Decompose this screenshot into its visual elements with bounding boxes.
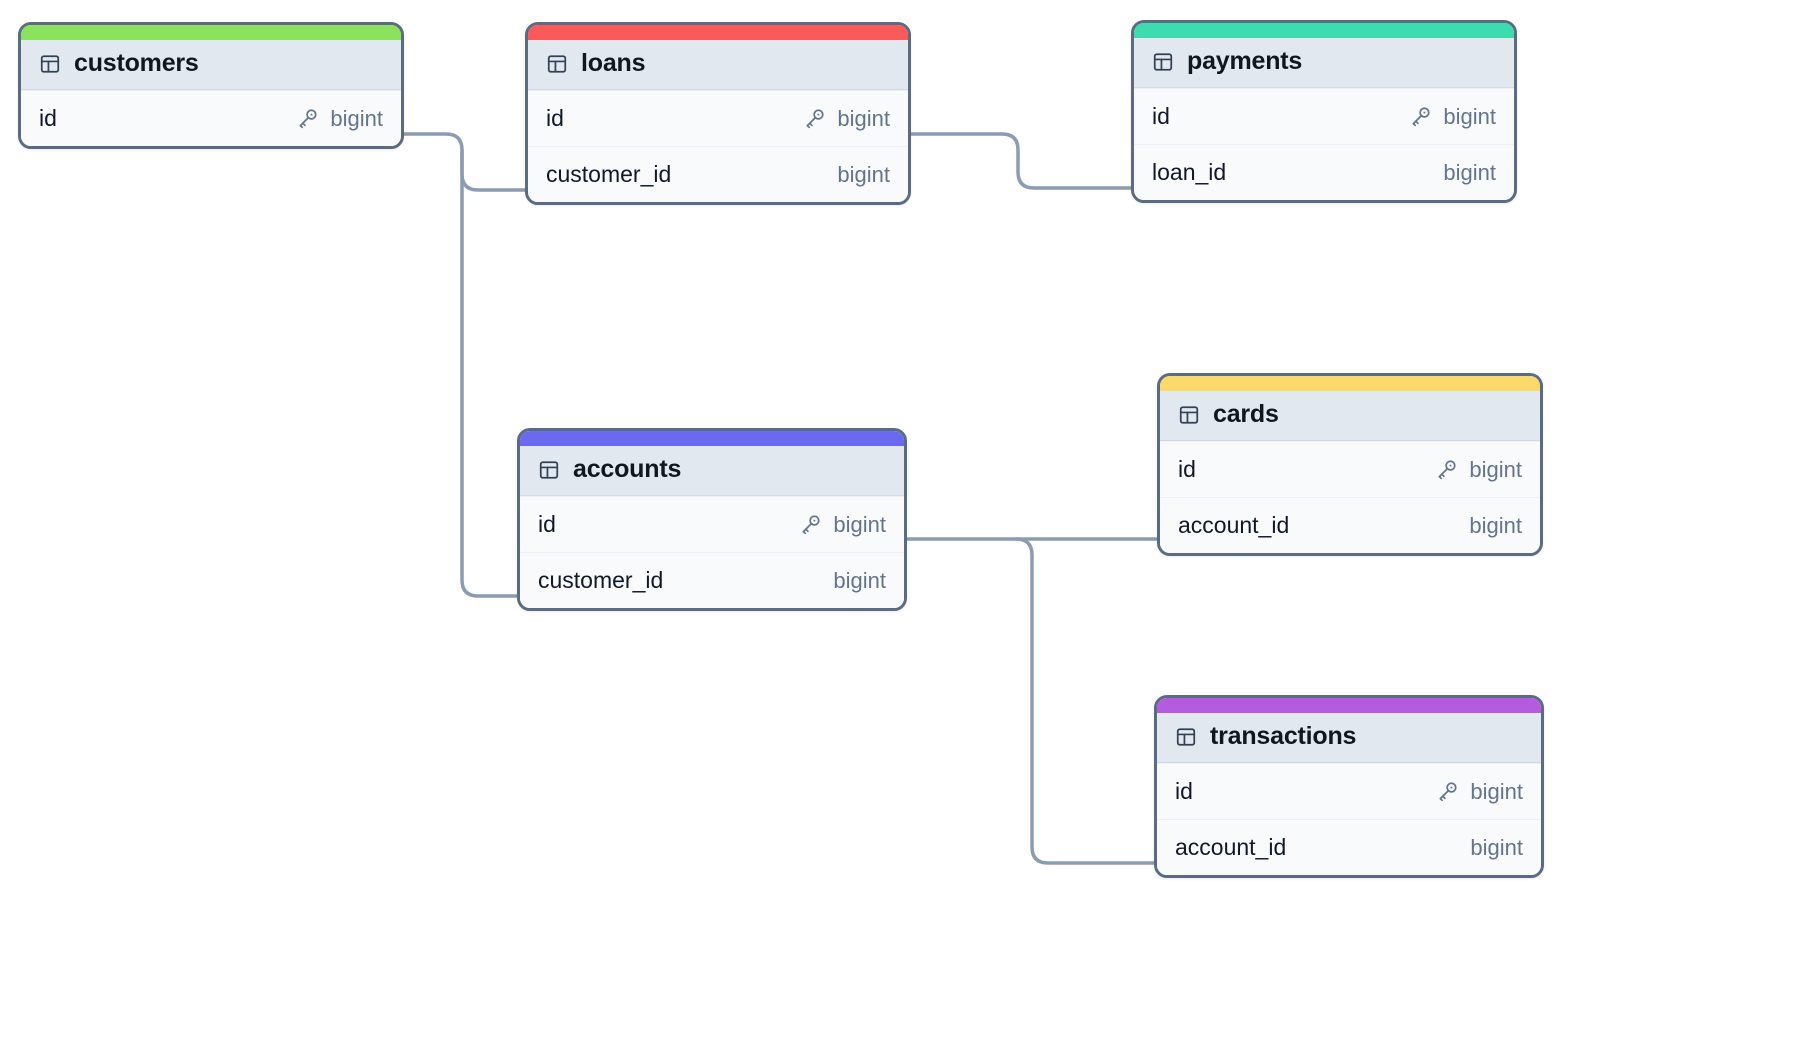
field-row-customers-id[interactable]: id bigint — [21, 90, 401, 146]
field-meta: bigint — [1435, 458, 1522, 481]
table-header-accounts[interactable]: accounts — [520, 446, 904, 496]
field-meta: bigint — [799, 513, 886, 536]
field-name: loan_id — [1152, 159, 1227, 185]
key-icon — [1409, 105, 1432, 128]
table-card-transactions[interactable]: transactions id bigint account_id bigint — [1154, 695, 1544, 878]
table-icon — [1178, 404, 1200, 426]
field-meta: bigint — [803, 107, 890, 130]
field-type: bigint — [330, 105, 383, 131]
table-icon — [1175, 726, 1197, 748]
table-accent-bar — [1134, 23, 1514, 38]
field-type: bigint — [1470, 834, 1523, 860]
table-card-accounts[interactable]: accounts id bigint customer_id bigint — [517, 428, 907, 611]
field-type: bigint — [1443, 159, 1496, 185]
table-card-payments[interactable]: payments id bigint loan_id bigint — [1131, 20, 1517, 203]
table-icon — [1152, 51, 1174, 73]
key-icon — [799, 513, 822, 536]
field-type: bigint — [1469, 456, 1522, 482]
field-meta: bigint — [1409, 105, 1496, 128]
table-name: cards — [1213, 400, 1279, 428]
table-card-customers[interactable]: customers id bigint — [18, 22, 404, 149]
table-icon — [546, 53, 568, 75]
table-icon — [538, 459, 560, 481]
table-name: payments — [1187, 47, 1303, 75]
key-icon — [803, 107, 826, 130]
field-type: bigint — [837, 161, 890, 187]
field-row-loans-customer_id[interactable]: customer_id bigint — [528, 146, 908, 202]
field-meta: bigint — [833, 567, 886, 593]
table-card-cards[interactable]: cards id bigint account_id bigint — [1157, 373, 1543, 556]
table-name: accounts — [573, 455, 682, 483]
field-name: id — [1152, 103, 1170, 129]
field-row-loans-id[interactable]: id bigint — [528, 90, 908, 146]
relationship-accounts-transactions — [1014, 537, 1156, 865]
table-header-payments[interactable]: payments — [1134, 38, 1514, 88]
table-header-transactions[interactable]: transactions — [1157, 713, 1541, 763]
field-name: id — [1178, 456, 1196, 482]
field-type: bigint — [1469, 512, 1522, 538]
field-name: id — [546, 105, 564, 131]
field-row-accounts-id[interactable]: id bigint — [520, 496, 904, 552]
table-header-loans[interactable]: loans — [528, 40, 908, 90]
field-row-payments-loan_id[interactable]: loan_id bigint — [1134, 144, 1514, 200]
table-header-cards[interactable]: cards — [1160, 391, 1540, 441]
field-row-payments-id[interactable]: id bigint — [1134, 88, 1514, 144]
field-meta: bigint — [1469, 512, 1522, 538]
key-icon — [1436, 780, 1459, 803]
field-meta: bigint — [1436, 780, 1523, 803]
field-meta: bigint — [1443, 159, 1496, 185]
field-type: bigint — [833, 567, 886, 593]
field-type: bigint — [837, 105, 890, 131]
table-accent-bar — [528, 25, 908, 40]
table-name: customers — [74, 49, 199, 77]
field-row-transactions-account_id[interactable]: account_id bigint — [1157, 819, 1541, 875]
relationship-loans-payments — [909, 132, 1133, 190]
table-header-customers[interactable]: customers — [21, 40, 401, 90]
table-accent-bar — [1160, 376, 1540, 391]
field-name: customer_id — [546, 161, 672, 187]
key-icon — [296, 107, 319, 130]
field-name: id — [39, 105, 57, 131]
field-name: account_id — [1178, 512, 1290, 538]
field-type: bigint — [833, 511, 886, 537]
field-name: id — [538, 511, 556, 537]
relationship-customers-loans — [402, 132, 527, 192]
field-name: account_id — [1175, 834, 1287, 860]
table-name: transactions — [1210, 722, 1357, 750]
field-name: customer_id — [538, 567, 664, 593]
field-row-accounts-customer_id[interactable]: customer_id bigint — [520, 552, 904, 608]
table-name: loans — [581, 49, 646, 77]
key-icon — [1435, 458, 1458, 481]
relationship-customers-accounts — [460, 148, 519, 598]
table-accent-bar — [520, 431, 904, 446]
table-card-loans[interactable]: loans id bigint customer_id bigint — [525, 22, 911, 205]
field-row-cards-account_id[interactable]: account_id bigint — [1160, 497, 1540, 553]
field-type: bigint — [1470, 778, 1523, 804]
field-meta: bigint — [837, 161, 890, 187]
field-type: bigint — [1443, 103, 1496, 129]
field-meta: bigint — [1470, 834, 1523, 860]
field-meta: bigint — [296, 107, 383, 130]
field-name: id — [1175, 778, 1193, 804]
table-icon — [39, 53, 61, 75]
field-row-cards-id[interactable]: id bigint — [1160, 441, 1540, 497]
field-row-transactions-id[interactable]: id bigint — [1157, 763, 1541, 819]
table-accent-bar — [1157, 698, 1541, 713]
table-accent-bar — [21, 25, 401, 40]
